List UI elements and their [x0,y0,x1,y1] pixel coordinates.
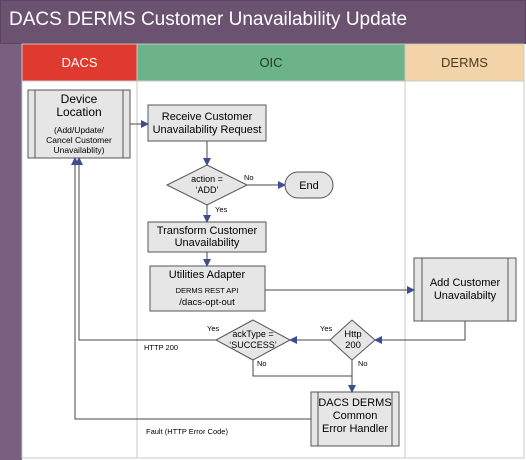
edge-label-yes-ack: Yes [207,324,219,333]
end-label: End [299,180,319,192]
edge-label-no-end: No [244,173,254,182]
utilities-adapter-path: /dacs-opt-out [179,297,235,308]
lane-label-dacs: DACS [61,55,97,70]
utilities-adapter-api: DERMS REST API [176,286,239,295]
lane-header-oic [136,43,406,82]
lane-label-oic: OIC [259,55,282,70]
edge-ack-to-error [252,360,352,377]
edge-error-to-device [71,157,311,420]
lane-header-dacs [21,43,138,82]
edge-label-yes-transform: Yes [215,205,227,214]
pool-left-strip [0,44,22,460]
edge-label-fault: Fault (HTTP Error Code) [146,427,228,436]
edge-ack-to-device [75,157,216,341]
edge-label-http-200: HTTP 200 [144,343,178,352]
diagram-title: DACS DERMS Customer Unavailability Updat… [9,9,408,30]
lane-label-derms: DERMS [441,55,488,70]
ack-decision-label: ackType =‘SUCCESS’ [229,329,277,350]
edge-add-customer-to-http200 [374,321,466,344]
lane-header-derms [404,43,525,82]
node-end: End [284,171,334,199]
node-action-decision: action =‘ADD’ [165,164,249,206]
connectors [71,120,466,420]
edge-label-yes-http200: Yes [320,324,332,333]
node-utilities-adapter: Utilities Adapter DERMS REST API /dacs-o… [149,265,266,312]
edge-label-no-http200: No [358,359,368,368]
action-decision-label: action =‘ADD’ [191,174,223,195]
lane-derms [404,43,525,459]
title-bar: DACS DERMS Customer Unavailability Updat… [0,0,526,44]
edge-label-no-error: No [257,359,267,368]
edge-labels: No Yes Yes No Yes No HTTP 200 Fault (HTT… [144,173,368,436]
utilities-adapter-title: Utilities Adapter [169,269,246,281]
node-ack-decision: ackType =‘SUCCESS’ [214,319,292,361]
